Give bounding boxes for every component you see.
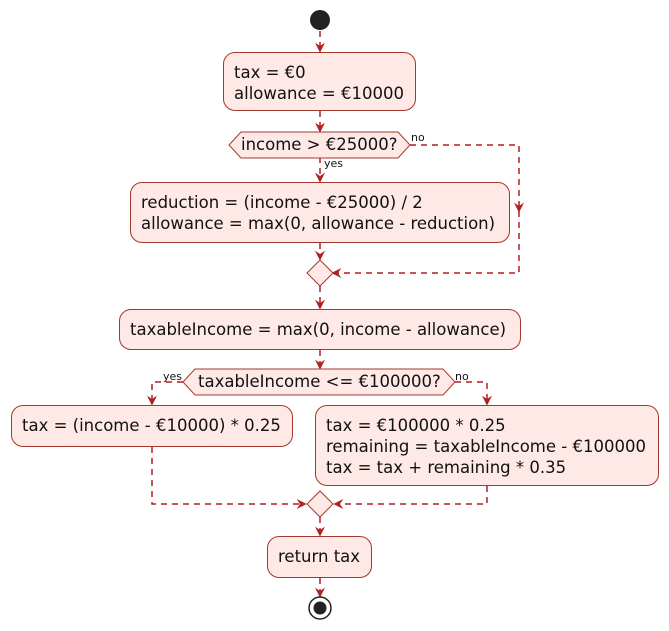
reduction-line-2: allowance = max(0, allowance - reduction… [141, 214, 496, 233]
edge-decision2-no [455, 381, 492, 406]
start-node [310, 10, 330, 30]
decision1-no-label: no [411, 131, 425, 144]
reduction-box: reduction = (income - €25000) / 2 allowan… [130, 182, 510, 243]
decision1-yes-label: yes [324, 157, 344, 170]
decision2-shape [182, 368, 456, 396]
edge-lowtax-merge2 [151, 447, 307, 509]
high-tax-box: tax = €100000 * 0.25 remaining = taxableI… [315, 405, 659, 486]
reduction-line-1: reduction = (income - €25000) / 2 [141, 193, 423, 212]
edge-decision2-yes [147, 381, 183, 406]
low-tax-line-1: tax = (income - €10000) * 0.25 [22, 416, 281, 435]
high-tax-line-3: tax = tax + remaining * 0.35 [326, 458, 567, 477]
decision1-shape [228, 131, 411, 159]
low-tax-box: tax = (income - €10000) * 0.25 [11, 405, 293, 447]
decision1-text: income > €25000? [241, 135, 398, 154]
init-box: tax = €0 allowance = €10000 [223, 52, 416, 111]
high-tax-line-1: tax = €100000 * 0.25 [326, 416, 506, 435]
taxable-line-1: taxableIncome = max(0, income - allowanc… [130, 320, 507, 339]
decision2-text: taxableIncome <= €100000? [198, 372, 441, 391]
init-line-2: allowance = €10000 [234, 84, 404, 103]
edge-decision1-no [410, 144, 524, 213]
decision2-no-label: no [455, 370, 469, 383]
high-tax-line-2: remaining = taxableIncome - €100000 [326, 437, 646, 456]
decision2-yes-label: yes [163, 370, 183, 383]
end-node-inner [313, 601, 327, 615]
merge1-diamond [306, 259, 334, 287]
init-line-1: tax = €0 [234, 63, 306, 82]
edge-hightax-merge2 [333, 486, 488, 509]
merge2-diamond [306, 490, 334, 518]
return-box: return tax [267, 536, 372, 578]
return-line-1: return tax [278, 547, 361, 566]
taxable-box: taxableIncome = max(0, income - allowanc… [119, 309, 521, 350]
